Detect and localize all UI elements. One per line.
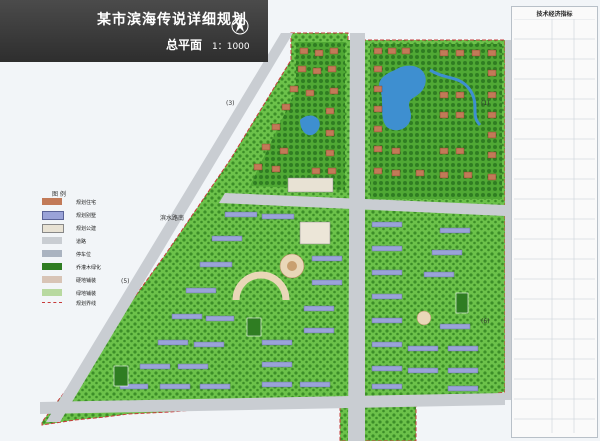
road-label-5: (5) xyxy=(121,278,130,285)
road-label-3: (3) xyxy=(226,100,235,107)
main-road-north-south xyxy=(348,33,365,441)
clubhouse-building xyxy=(287,177,334,193)
public-building-center xyxy=(299,221,331,245)
arc-plaza-west xyxy=(232,271,290,301)
legend-label-villa: 规划别墅 xyxy=(76,213,97,219)
legend-swatch-public xyxy=(42,224,64,233)
road-label-1: (1) xyxy=(481,100,490,107)
legend-label-paving: 硬地铺装 xyxy=(76,278,97,284)
road-east-boundary xyxy=(505,40,513,400)
plaza-southeast xyxy=(416,310,432,326)
road-diagonal-west xyxy=(46,33,293,422)
road-label-6: (6) xyxy=(481,318,490,325)
plan-subtitle: 总平面 xyxy=(166,38,203,52)
road-east-west-lower xyxy=(40,393,505,414)
legend-heading: 图 例 xyxy=(52,191,66,198)
legend-label-green-paving: 绿地铺装 xyxy=(76,291,97,297)
legend-swatch-parking xyxy=(42,250,62,257)
legend-swatch-road xyxy=(42,237,62,244)
legend-label-parking: 停车位 xyxy=(76,252,92,258)
technical-index-panel: 技术经济指标 xyxy=(511,6,598,438)
villas-northeast xyxy=(373,47,497,181)
sports-court-west xyxy=(246,317,262,337)
lake-northeast xyxy=(379,65,426,131)
residential-blocks-west xyxy=(119,211,343,390)
legend-swatch-green-paving xyxy=(42,289,62,296)
technical-index-table xyxy=(514,19,595,433)
legend-label-road: 道路 xyxy=(76,239,87,245)
lake-northwest xyxy=(300,115,320,136)
sports-court-east xyxy=(455,292,469,314)
plan-title: 某市滨海传说详细规划 xyxy=(97,12,247,28)
sports-court-southwest xyxy=(113,365,129,387)
legend-label-boundary: 规划界线 xyxy=(76,301,97,307)
villa-zone-west xyxy=(250,42,345,190)
road-label-river: 滨水路南 xyxy=(160,215,185,222)
plan-scale: 1：1000 xyxy=(212,42,250,52)
legend-label-public: 规划公建 xyxy=(76,226,97,232)
legend-label-trees: 乔灌木绿化 xyxy=(76,265,102,271)
legend-swatch-housing xyxy=(42,198,62,205)
legend-swatch-trees xyxy=(42,263,62,270)
canal-northeast xyxy=(429,68,482,127)
legend-swatch-boundary xyxy=(42,302,62,303)
north-arrow-icon xyxy=(231,17,249,35)
villas-northwest xyxy=(253,47,339,175)
technical-index-title: 技术经济指标 xyxy=(536,11,573,18)
residential-blocks-east xyxy=(371,221,479,392)
title-band: 某市滨海传说详细规划 总平面 1：1000 xyxy=(0,0,268,62)
legend-label-housing: 规划住宅 xyxy=(76,200,97,206)
legend-swatch-villa xyxy=(42,211,64,220)
legend-swatch-paving xyxy=(42,276,62,283)
road-east-west-upper xyxy=(219,193,505,216)
